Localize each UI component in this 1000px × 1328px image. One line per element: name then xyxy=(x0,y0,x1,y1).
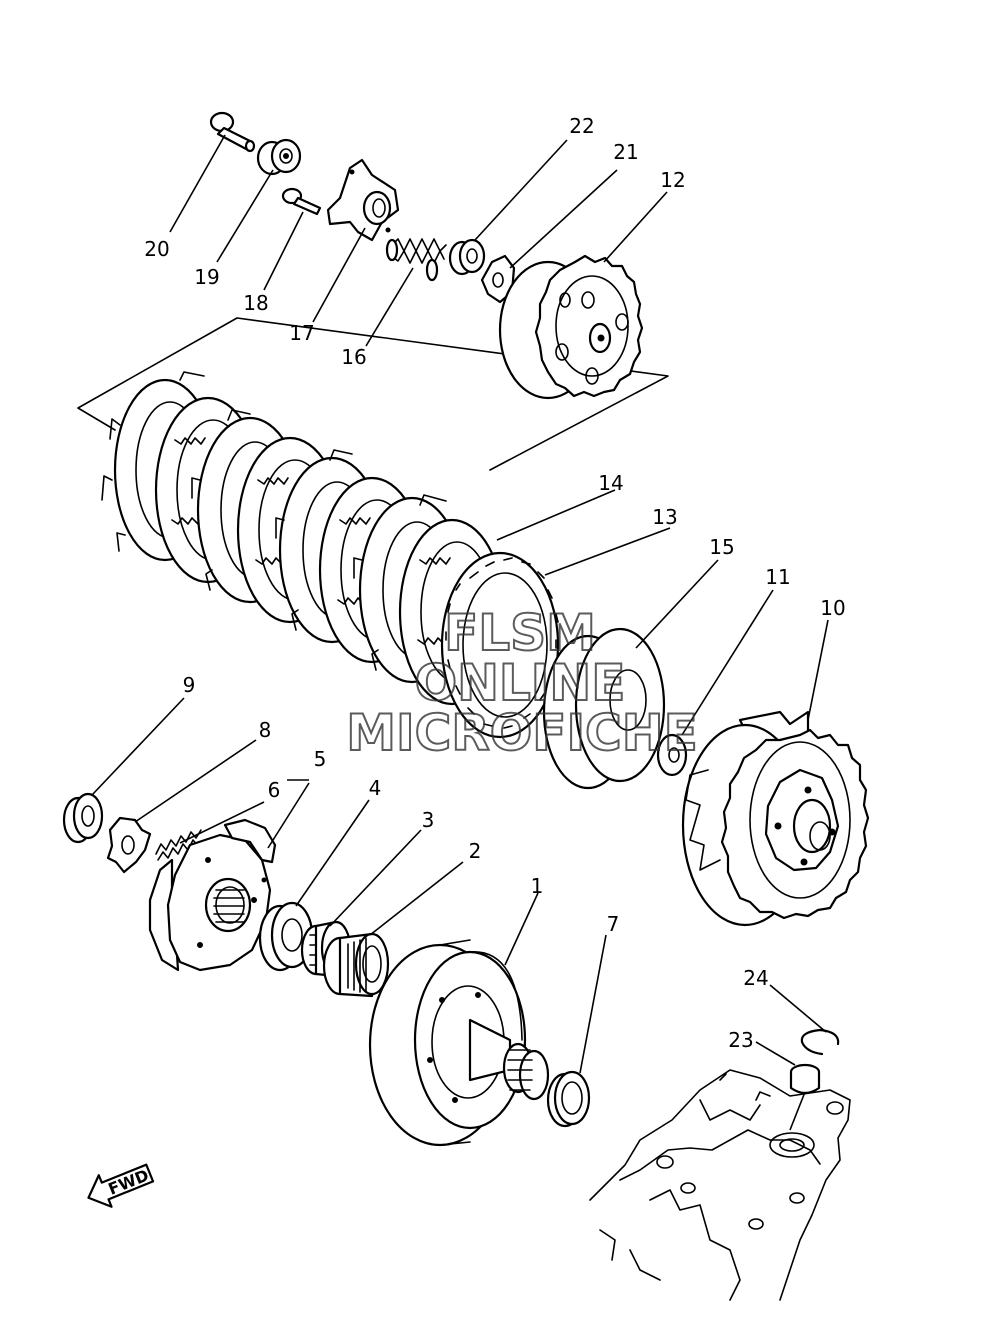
part-12-clutch-boss xyxy=(498,254,644,400)
callout-2: 2 xyxy=(469,839,482,863)
callout-6: 6 xyxy=(268,778,281,802)
callout-22: 22 xyxy=(569,114,594,138)
part-5-clutch-carrier xyxy=(148,818,277,972)
part-10-clutch-housing xyxy=(681,710,870,927)
plate-stack-bracket xyxy=(77,317,669,471)
fwd-badge: FWD xyxy=(87,1163,155,1208)
watermark-line-2: ONLINE xyxy=(415,654,626,712)
callout-7: 7 xyxy=(607,912,620,936)
callout-10: 10 xyxy=(820,596,845,620)
callout-17: 17 xyxy=(289,321,314,345)
part-23-plug xyxy=(789,1063,821,1131)
callout-20: 20 xyxy=(144,237,169,261)
callout-18: 18 xyxy=(243,291,268,315)
part-1-clutch-drum xyxy=(368,939,550,1147)
part-7-seal-ring xyxy=(546,1070,591,1128)
part-2-needle-bearing xyxy=(322,932,390,998)
watermark-line-1: FLSM xyxy=(444,604,596,662)
part-8-lock-washer xyxy=(106,816,152,874)
part-16-spring xyxy=(385,238,447,282)
part-11-washer xyxy=(656,733,688,777)
part-15-disc-plate xyxy=(542,627,666,790)
callout-5: 5 xyxy=(314,747,327,771)
part-24-circlip xyxy=(800,1028,840,1056)
callout-11: 11 xyxy=(765,565,790,589)
crankcase-section xyxy=(589,1069,851,1301)
callout-12: 12 xyxy=(660,168,685,192)
callout-15: 15 xyxy=(709,535,734,559)
callout-9: 9 xyxy=(183,673,196,697)
part-6-spring xyxy=(155,829,202,861)
callout-16: 16 xyxy=(341,345,366,369)
callout-8: 8 xyxy=(259,718,272,742)
watermark: FLSM ONLINE MICROFICHE xyxy=(345,603,699,763)
part-17-pressure-plate xyxy=(326,158,400,242)
fwd-arrow-icon xyxy=(87,1163,155,1208)
part-19-bearing xyxy=(256,138,302,176)
callout-24: 24 xyxy=(743,966,768,990)
callout-23: 23 xyxy=(728,1028,753,1052)
part-18-bolt xyxy=(281,187,322,216)
callout-13: 13 xyxy=(652,505,677,529)
part-20-pin xyxy=(209,111,256,153)
callout-14: 14 xyxy=(598,471,623,495)
callout-21: 21 xyxy=(613,140,638,164)
callout-numbers: 1 2 3 4 5 6 7 8 9 10 11 12 13 14 15 16 1… xyxy=(144,114,845,1052)
part-13-one-way-clutch xyxy=(440,551,560,739)
watermark-line-3: MICROFICHE xyxy=(346,704,698,762)
part-22-nut xyxy=(448,238,486,276)
callout-4: 4 xyxy=(369,776,382,800)
callout-3: 3 xyxy=(422,808,435,832)
callout-1: 1 xyxy=(531,874,544,898)
callout-19: 19 xyxy=(194,265,219,289)
fwd-label: FWD xyxy=(106,1165,152,1198)
leader-lines xyxy=(91,134,829,1074)
part-9-washer xyxy=(62,792,104,844)
